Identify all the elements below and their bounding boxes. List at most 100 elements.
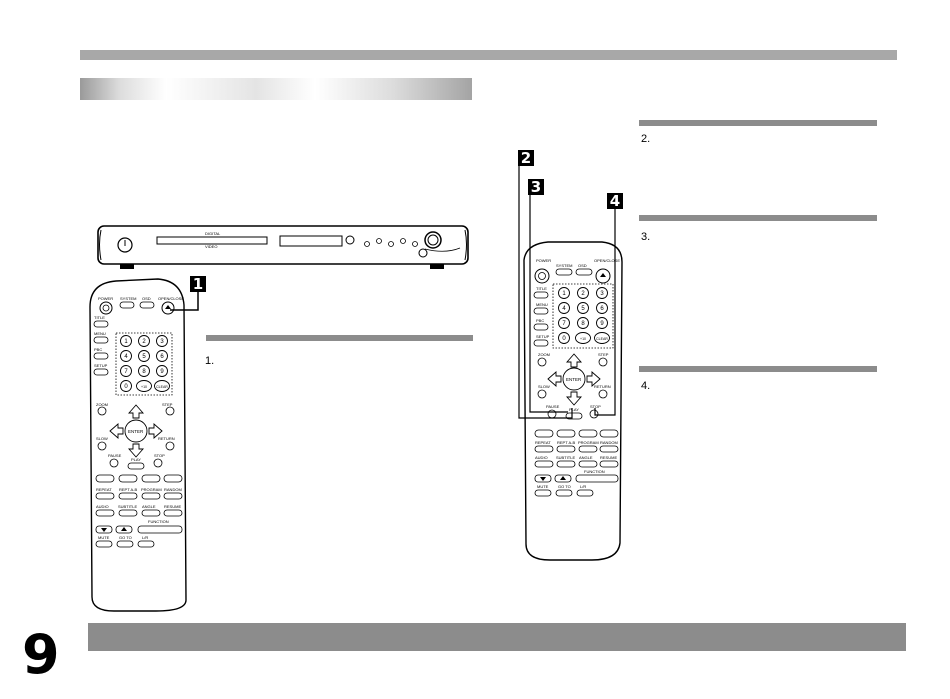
remote-pbc-button[interactable] bbox=[93, 352, 109, 360]
remote2-osd-label: OSD bbox=[578, 263, 587, 268]
remote2-digit-key[interactable]: 8 bbox=[577, 317, 589, 329]
remote2-setup-button[interactable] bbox=[533, 339, 549, 347]
remote-digit-key[interactable]: 6 bbox=[156, 350, 168, 362]
remote-title-button[interactable] bbox=[93, 320, 109, 328]
remote2-system-label: SYSTEM bbox=[556, 263, 572, 268]
remote-pause-button[interactable] bbox=[109, 458, 119, 468]
remote-digit-key[interactable]: 1 bbox=[120, 335, 132, 347]
remote-digit-label: 8 bbox=[142, 369, 146, 375]
remote2-left-arrow-icon[interactable] bbox=[547, 371, 562, 387]
remote2-digit-key[interactable]: 0 bbox=[558, 332, 570, 344]
remote-osd-button[interactable] bbox=[139, 301, 155, 309]
remote2-digit-key[interactable]: 5 bbox=[577, 302, 589, 314]
remote2-stop-button[interactable] bbox=[589, 409, 599, 419]
remote2-zoom-button[interactable] bbox=[537, 357, 547, 367]
remote2-system-button[interactable] bbox=[555, 268, 573, 276]
remote-rept-ab-label: REPT A-B bbox=[119, 487, 137, 492]
remote2-menu-button[interactable] bbox=[533, 307, 549, 315]
remote-function-label: FUNCTION bbox=[148, 519, 169, 524]
remote2-digit-key[interactable]: CLEAR bbox=[594, 332, 610, 344]
step-3-number: 3. bbox=[641, 231, 651, 243]
remote-play-button[interactable] bbox=[127, 462, 145, 470]
remote-bottom-keys[interactable] bbox=[95, 540, 155, 548]
remote2-digit-key[interactable]: 6 bbox=[596, 302, 608, 314]
remote2-pbc-button[interactable] bbox=[533, 323, 549, 331]
remote2-digit-label: 5 bbox=[581, 306, 585, 312]
remote2-digit-key[interactable]: 2 bbox=[577, 287, 589, 299]
dvd-player-illustration: DIGITAL VIDEO bbox=[97, 225, 469, 269]
remote-right-arrow-icon[interactable] bbox=[148, 423, 163, 439]
step-4-number: 4. bbox=[641, 380, 651, 392]
remote-angle-label: ANGLE bbox=[142, 504, 156, 509]
remote-down-arrow-icon[interactable] bbox=[128, 443, 144, 458]
remote2-digit-label: 0 bbox=[562, 336, 566, 342]
remote2-power-button[interactable] bbox=[534, 268, 550, 284]
remote2-digit-key[interactable]: 3 bbox=[596, 287, 608, 299]
remote-title-label: TITLE bbox=[94, 315, 105, 320]
remote-system-button[interactable] bbox=[119, 301, 135, 309]
remote-eject-button[interactable] bbox=[161, 301, 175, 315]
remote2-eject-button[interactable] bbox=[595, 268, 611, 284]
remote-return-button[interactable] bbox=[165, 441, 175, 451]
remote-digit-key[interactable]: 3 bbox=[156, 335, 168, 347]
remote-power-label: POWER bbox=[98, 296, 113, 301]
callout-1-leader bbox=[170, 292, 199, 311]
remote2-title-label: TITLE bbox=[536, 286, 547, 291]
remote-stop-button[interactable] bbox=[153, 458, 163, 468]
remote-nav-cluster[interactable]: ENTER bbox=[109, 404, 163, 458]
remote2-return-button[interactable] bbox=[598, 389, 608, 399]
remote2-up-arrow-icon[interactable] bbox=[566, 353, 582, 368]
remote2-volume-keys[interactable] bbox=[534, 474, 619, 483]
remote-zoom-button[interactable] bbox=[97, 406, 107, 416]
remote2-nav-cluster[interactable]: ENTER bbox=[547, 353, 601, 406]
remote-up-arrow-icon[interactable] bbox=[128, 404, 144, 419]
remote-menu-button[interactable] bbox=[93, 336, 109, 344]
step-2-rule bbox=[639, 120, 877, 126]
remote-volume-keys[interactable] bbox=[95, 525, 183, 534]
remote2-subtitle-label: SUBTITLE bbox=[556, 455, 575, 460]
remote2-stop-label: STOP bbox=[590, 404, 601, 409]
remote-digit-label: CLEAR bbox=[156, 385, 168, 389]
remote2-transport-keys[interactable] bbox=[534, 429, 619, 438]
remote2-play-label: PLAY bbox=[569, 407, 579, 412]
remote2-bottom-keys[interactable] bbox=[534, 489, 594, 497]
remote2-right-arrow-icon[interactable] bbox=[586, 371, 601, 387]
remote-digit-key[interactable]: 5 bbox=[138, 350, 150, 362]
remote2-digit-key[interactable]: 7 bbox=[558, 317, 570, 329]
remote-power-button[interactable] bbox=[99, 301, 113, 315]
remote-digit-key[interactable]: CLEAR bbox=[154, 380, 170, 392]
remote2-digit-key[interactable]: 1 bbox=[558, 287, 570, 299]
remote-digit-key[interactable]: +10 bbox=[136, 380, 152, 392]
remote-setup-button[interactable] bbox=[93, 368, 109, 376]
remote-digit-key[interactable]: 4 bbox=[120, 350, 132, 362]
remote2-goto-label: GO TO bbox=[558, 484, 571, 489]
remote-function-keys-row2[interactable] bbox=[95, 509, 183, 517]
remote2-step-button[interactable] bbox=[598, 357, 608, 367]
remote-digit-key[interactable]: 9 bbox=[156, 365, 168, 377]
remote-digit-key[interactable]: 8 bbox=[138, 365, 150, 377]
remote2-function-keys-row1[interactable] bbox=[534, 445, 619, 453]
remote-function-keys-row1[interactable] bbox=[95, 492, 183, 500]
remote-left-arrow-icon[interactable] bbox=[109, 423, 124, 439]
remote2-title-button[interactable] bbox=[533, 291, 549, 299]
remote-pbc-label: PBC bbox=[94, 347, 102, 352]
remote-slow-button[interactable] bbox=[97, 441, 107, 451]
remote-step-button[interactable] bbox=[165, 406, 175, 416]
remote-transport-keys[interactable] bbox=[95, 474, 183, 483]
remote-digit-key[interactable]: 2 bbox=[138, 335, 150, 347]
remote2-digit-key[interactable]: 4 bbox=[558, 302, 570, 314]
step-1-rule bbox=[206, 335, 473, 341]
remote-digit-key[interactable]: 0 bbox=[120, 380, 132, 392]
remote2-down-arrow-icon[interactable] bbox=[566, 391, 582, 406]
remote2-slow-button[interactable] bbox=[537, 389, 547, 399]
remote2-digit-key[interactable]: +10 bbox=[575, 332, 591, 344]
remote2-digit-label: 6 bbox=[600, 306, 604, 312]
remote-subtitle-label: SUBTITLE bbox=[118, 504, 137, 509]
remote2-resume-label: RESUME bbox=[600, 455, 617, 460]
remote2-lr-label: L/R bbox=[580, 484, 586, 489]
remote-digit-key[interactable]: 7 bbox=[120, 365, 132, 377]
remote2-digit-label: 1 bbox=[562, 291, 566, 297]
remote2-osd-button[interactable] bbox=[575, 268, 593, 276]
remote2-digit-key[interactable]: 9 bbox=[596, 317, 608, 329]
remote2-function-keys-row2[interactable] bbox=[534, 460, 619, 468]
